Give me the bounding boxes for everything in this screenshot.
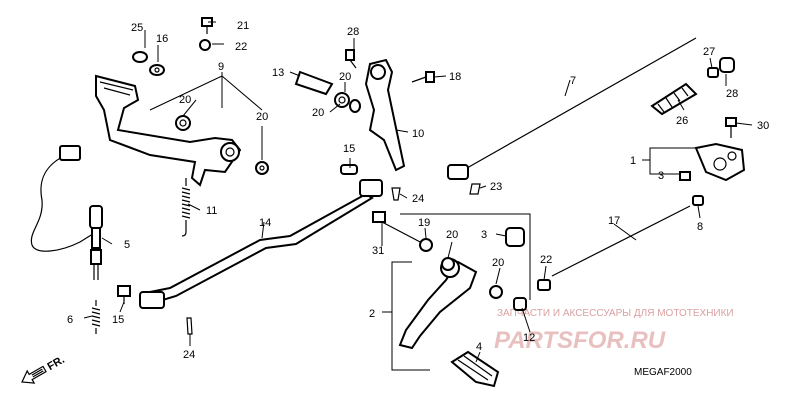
spring-6	[91, 300, 101, 334]
shift-rod-7	[447, 37, 697, 180]
callout-20: 20	[339, 71, 351, 83]
callout-16: 16	[156, 33, 168, 45]
callout-7: 7	[570, 75, 576, 87]
callout-6: 6	[67, 314, 73, 326]
callout-3b: 3	[481, 229, 487, 241]
bolt-21	[201, 17, 213, 34]
footpeg-rubber-4	[450, 350, 500, 388]
cotter-24-lower	[186, 317, 193, 335]
bolt-13	[294, 70, 334, 96]
bolt-31	[372, 211, 425, 245]
brake-switch-harness	[30, 145, 103, 280]
callout-5: 5	[124, 239, 130, 251]
callout-14: 14	[259, 217, 271, 229]
callout-20b: 20	[179, 94, 191, 106]
callout-1: 1	[630, 155, 636, 167]
callout-22: 22	[235, 41, 247, 53]
callout-19: 19	[418, 217, 430, 229]
leader-lines	[83, 21, 753, 371]
callout-4: 4	[476, 341, 482, 353]
callout-23: 23	[490, 181, 502, 193]
callout-31: 31	[372, 245, 384, 257]
washer-20-right	[255, 161, 269, 175]
brake-pedal	[95, 74, 242, 187]
shift-arm-10	[364, 58, 406, 172]
callout-20c: 20	[312, 107, 324, 119]
nut-22	[199, 39, 211, 51]
callout-9: 9	[218, 61, 224, 73]
callout-10: 10	[412, 128, 424, 140]
bolt-30	[725, 117, 737, 138]
callout-28b: 28	[726, 88, 738, 100]
callout-13: 13	[272, 67, 284, 79]
shift-pedal-2	[398, 258, 478, 350]
callout-11: 11	[206, 205, 217, 217]
washer-20-left	[175, 115, 191, 131]
callout-8: 8	[697, 221, 703, 233]
callout-20e: 20	[446, 229, 458, 241]
brake-rod-14	[139, 179, 383, 309]
callout-24: 24	[412, 193, 424, 205]
callout-28: 28	[347, 26, 359, 38]
callout-12: 12	[523, 332, 535, 344]
bushing-3	[505, 227, 525, 247]
collar-27	[707, 67, 719, 78]
bolt-28-top	[345, 49, 357, 69]
pin-15-upper	[340, 164, 358, 175]
washer-20-shift-a	[334, 92, 350, 108]
washer-19	[419, 238, 433, 252]
nut-22-rod	[537, 279, 551, 291]
washer-25	[132, 51, 148, 63]
bolt-18	[411, 71, 435, 83]
callout-25: 25	[131, 22, 143, 34]
callout-18: 18	[449, 71, 461, 83]
collar-12	[513, 297, 527, 311]
spring-11	[181, 178, 191, 237]
callout-15: 15	[343, 143, 355, 155]
callout-26: 26	[676, 115, 688, 127]
rod-17	[551, 205, 691, 277]
callout-20f: 20	[492, 257, 504, 269]
cotter-24-upper	[391, 187, 401, 201]
callout-22b: 22	[540, 254, 552, 266]
callout-17: 17	[608, 215, 620, 227]
diagram-code: MEGAF2000	[634, 367, 692, 378]
washer-20-pedal-b	[489, 285, 503, 299]
front-label: FR.	[45, 354, 66, 373]
callout-2: 2	[369, 308, 375, 320]
watermark-logo: PARTSFOR.RU	[494, 327, 666, 354]
boot-26	[650, 82, 698, 116]
nut-8	[692, 195, 704, 206]
callout-21: 21	[237, 20, 249, 32]
callout-labels: 25 16 21 22 28 9 13 20 18 7 27 28 20 20 …	[67, 20, 769, 361]
washer-20-pedal	[441, 257, 455, 271]
joint-1	[694, 142, 746, 182]
nut-3-joint	[679, 171, 691, 181]
callout-30: 30	[757, 120, 769, 132]
pin-15-lower	[117, 285, 131, 304]
callout-15b: 15	[112, 314, 124, 326]
watermark-tagline: ЗАПЧАСТИ И АКСЕССУАРЫ ДЛЯ МОТОТЕХНИКИ	[497, 308, 734, 319]
callout-20d: 20	[256, 111, 268, 123]
callout-27: 27	[703, 46, 715, 58]
washer-20-shift-b	[349, 99, 361, 113]
clip-23	[469, 183, 481, 195]
callout-24b: 24	[183, 349, 195, 361]
cap-28	[719, 57, 735, 73]
callout-3: 3	[658, 170, 664, 182]
washer-16	[149, 64, 165, 76]
front-direction-arrow: FR.	[21, 354, 67, 384]
